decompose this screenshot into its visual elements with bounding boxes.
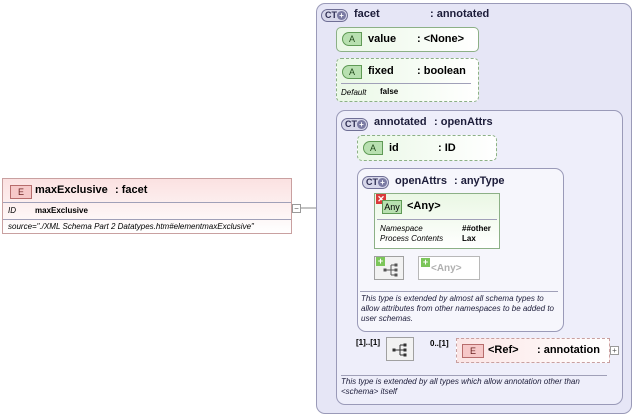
complex-type-badge: CT+ [341, 118, 368, 131]
annotated-base: : openAttrs [434, 116, 493, 128]
divider [3, 202, 291, 203]
element-badge: E [10, 185, 32, 199]
attribute-badge: A [342, 32, 362, 46]
process-value: Lax [462, 234, 476, 243]
divider [341, 375, 607, 376]
remove-icon: ✕ [376, 194, 386, 204]
namespace-label: Namespace [380, 224, 423, 233]
attribute-name: id [389, 142, 399, 154]
process-label: Process Contents [380, 234, 444, 243]
facet-name: facet [354, 8, 380, 20]
default-label: Default [341, 88, 367, 97]
plus-icon: + [337, 11, 346, 20]
attribute-type: : <None> [417, 33, 465, 45]
ref-cardinality: 0..[1] [430, 339, 449, 348]
plus-icon: + [378, 178, 387, 187]
any-attribute[interactable]: ✕ Any <Any> Namespace ##other Process Co… [374, 193, 500, 249]
sequence-compositor[interactable]: + [374, 256, 404, 280]
plus-icon: + [376, 256, 385, 266]
attribute-id[interactable]: A id : ID [357, 135, 497, 161]
expand-toggle[interactable]: + [610, 346, 619, 355]
attribute-name: fixed [368, 65, 394, 77]
complex-type-badge: CT+ [321, 9, 348, 22]
element-name: maxExclusive [35, 184, 108, 196]
annotated-name: annotated [374, 116, 427, 128]
element-box-maxexclusive[interactable]: E maxExclusive : facet ID maxExclusive s… [2, 178, 292, 234]
default-value: false [380, 87, 399, 96]
any-name: <Any> [407, 200, 441, 212]
attribute-badge: A [342, 65, 362, 79]
element-type: : facet [115, 184, 148, 196]
element-ref-annotation[interactable]: E <Ref> : annotation [456, 338, 610, 363]
openattrs-name: openAttrs [395, 175, 447, 187]
element-badge: E [462, 344, 484, 358]
attribute-name: value [368, 33, 397, 45]
divider [360, 291, 558, 292]
source-text: source="./XML Schema Part 2 Datatypes.ht… [8, 222, 254, 231]
id-label: ID [8, 206, 16, 215]
collapse-toggle[interactable]: − [292, 204, 301, 213]
any-badge: Any [382, 200, 402, 214]
sequence-icon [392, 343, 407, 357]
openattrs-note: This type is extended by almost all sche… [361, 294, 554, 323]
divider [341, 83, 471, 84]
divider [377, 219, 497, 220]
attribute-value[interactable]: A value : <None> [336, 27, 479, 52]
ref-type: : annotation [537, 344, 600, 356]
complex-type-badge: CT+ [362, 176, 389, 189]
divider [3, 219, 291, 220]
plus-icon: + [421, 257, 430, 267]
sequence-compositor[interactable] [386, 337, 414, 361]
any-placeholder-label: <Any> [431, 263, 462, 274]
attribute-type: : ID [438, 142, 456, 154]
annotated-note: This type is extended by all types which… [341, 377, 580, 396]
plus-icon: + [357, 120, 366, 129]
attribute-type: : boolean [417, 65, 466, 77]
sequence-cardinality: [1]..[1] [356, 338, 380, 347]
facet-base: : annotated [430, 8, 490, 20]
ref-name: <Ref> [488, 344, 519, 356]
id-value: maxExclusive [35, 206, 88, 215]
sequence-icon [383, 263, 398, 277]
namespace-value: ##other [462, 224, 491, 233]
any-element-placeholder[interactable]: + <Any> [418, 256, 480, 280]
attribute-badge: A [363, 141, 383, 155]
attribute-fixed[interactable]: A fixed : boolean Default false [336, 58, 479, 102]
openattrs-base: : anyType [454, 175, 505, 187]
